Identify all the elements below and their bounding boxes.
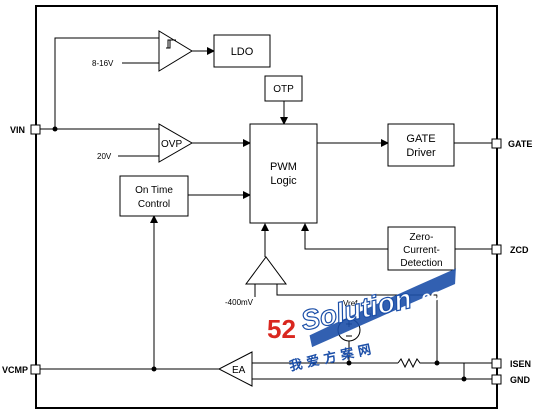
pwm-box xyxy=(249,123,318,224)
zcd-box xyxy=(387,226,456,271)
watermark-chinese: 我 爱 方 案 网 xyxy=(288,342,373,375)
watermark-swoosh xyxy=(309,268,456,348)
ea-triangle xyxy=(217,351,253,387)
junction-isen xyxy=(434,360,440,366)
ovp-ref-label: 20V xyxy=(97,152,112,161)
on-time-label-2: Control xyxy=(138,199,170,210)
pin-gnd-label: GND xyxy=(510,375,531,385)
gate-driver-box xyxy=(387,123,455,167)
watermark: 52 Solution .com 我 爱 方 案 网 xyxy=(267,268,456,375)
pin-vcmp: VCMP xyxy=(2,364,41,375)
pin-zcd: ZCD xyxy=(491,244,529,255)
junction-vin xyxy=(52,126,58,132)
cs-comparator-triangle xyxy=(245,256,287,285)
ovp-comparator-triangle xyxy=(158,123,194,163)
on-time-label-1: On Time xyxy=(135,185,173,196)
zcd-label-3: Detection xyxy=(400,258,442,269)
pin-zcd-label: ZCD xyxy=(510,245,529,255)
otp-box xyxy=(264,75,303,102)
pin-gnd-pad xyxy=(491,374,502,385)
watermark-number: 52 xyxy=(267,314,296,344)
wire-cmp-in2 xyxy=(276,284,438,363)
ovp-comparator: OVP xyxy=(158,123,194,163)
pin-vcmp-label: VCMP xyxy=(2,365,28,375)
zcd-label-2: Current- xyxy=(403,245,440,256)
ldo-label: LDO xyxy=(231,46,254,58)
pin-isen-label: ISEN xyxy=(510,359,531,369)
ldo-box xyxy=(213,34,271,68)
pin-gate-pad xyxy=(491,138,502,149)
pin-gnd: GND xyxy=(491,374,531,385)
junction-vref xyxy=(346,360,352,366)
wire-zcd-pwm xyxy=(301,223,388,250)
isen-resistor-gap xyxy=(398,359,422,367)
pin-isen: ISEN xyxy=(491,358,531,369)
chip-outline xyxy=(35,5,498,409)
gate-driver-label-1: GATE xyxy=(406,133,435,145)
otp-label: OTP xyxy=(273,84,294,95)
ea-label: EA xyxy=(232,365,246,376)
error-amplifier: EA xyxy=(217,351,253,387)
on-time-control-block: On Time Control xyxy=(119,175,189,217)
pin-vin-pad xyxy=(30,124,41,135)
uvlo-comparator-triangle xyxy=(158,30,193,72)
junctions xyxy=(52,126,467,382)
pin-gate: GATE xyxy=(491,138,532,149)
uvlo-ref-label: 8-16V xyxy=(92,59,114,68)
isen-resistor xyxy=(397,357,422,369)
on-time-box xyxy=(119,175,189,217)
zero-current-detection-block: Zero- Current- Detection xyxy=(387,226,456,271)
wires xyxy=(40,37,492,380)
gate-driver-label-2: Driver xyxy=(406,147,436,159)
junction-gnd xyxy=(461,376,467,382)
pin-vin: VIN xyxy=(10,124,41,135)
wire-vin-up xyxy=(54,37,159,129)
gate-driver-block: GATE Driver xyxy=(387,123,455,167)
hysteresis-icon xyxy=(166,39,176,49)
ovp-label: OVP xyxy=(161,139,182,150)
pin-vcmp-pad xyxy=(30,364,41,375)
pwm-logic-block: PWM Logic xyxy=(249,123,318,224)
watermark-banner: Solution .com xyxy=(298,268,456,348)
neg-ref-label: -400mV xyxy=(225,298,254,307)
otp-block: OTP xyxy=(264,75,303,102)
uvlo-comparator xyxy=(158,30,193,72)
zcd-label-1: Zero- xyxy=(410,232,434,243)
pwm-label-1: PWM xyxy=(270,161,297,173)
pin-isen-pad xyxy=(491,358,502,369)
pin-zcd-pad xyxy=(491,244,502,255)
pwm-label-2: Logic xyxy=(270,175,297,187)
vref-label: Vref xyxy=(343,299,358,308)
ldo-block: LDO xyxy=(213,34,271,68)
pin-vin-label: VIN xyxy=(10,125,25,135)
junction-vcmp xyxy=(151,366,157,372)
pin-gate-label: GATE xyxy=(508,139,532,149)
